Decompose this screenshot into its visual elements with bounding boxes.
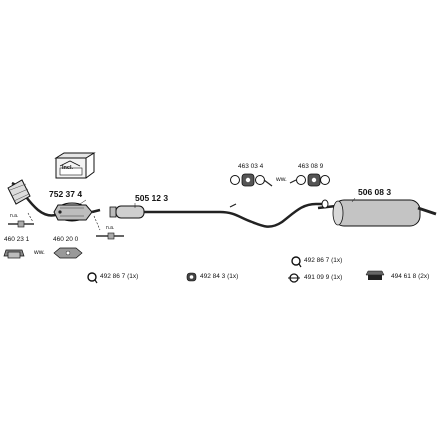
bolt-kit-icon: [365, 270, 385, 280]
bracket-2-label: 460 20 0: [53, 236, 79, 243]
rubber-mount-left-label: 463 03 4: [238, 163, 264, 170]
gasket-ring-icon: [186, 272, 197, 282]
kit-label: Incl.: [62, 165, 74, 171]
rubber-mount-right-icon: [289, 173, 330, 187]
small-part-3-label: 492 86 7 (1x): [304, 257, 343, 264]
small-part-2-label: 492 84 3 (1x): [200, 273, 239, 280]
leader-lines: [79, 197, 356, 208]
part-rear-silencer-label: 506 08 3: [358, 187, 392, 197]
ww-mid-label: ww.: [276, 176, 287, 183]
bracket-right-icon: [53, 247, 83, 259]
small-part-1-label: 492 86 7 (1x): [100, 273, 139, 280]
clamp-ring-icon: [87, 272, 98, 284]
sensor-na-1-label: n.a.: [10, 213, 19, 219]
ww-left-label: ww.: [34, 249, 45, 256]
flange-clamp-icon: [288, 273, 300, 283]
part-catalyst-label: 752 37 4: [49, 189, 83, 199]
rubber-mount-left-icon: [230, 173, 273, 187]
sensor-left-icon: [8, 212, 34, 228]
bracket-1-label: 460 23 1: [4, 236, 30, 243]
middle-pipe: [109, 202, 326, 228]
small-part-4-label: 491 09 9 (1x): [304, 274, 343, 281]
rear-silencer: [317, 199, 437, 227]
bracket-left-icon: [3, 249, 25, 259]
part-middle-pipe-label: 505 12 3: [135, 193, 169, 203]
catalyst-assembly: [7, 179, 101, 222]
assembly-kit-box-icon: [54, 152, 96, 179]
clamp-ring-icon-2: [291, 256, 302, 268]
sensor-right-icon: [93, 215, 124, 240]
sensor-na-2-label: n.a.: [106, 225, 115, 231]
small-part-5-label: 494 61 8 (2x): [391, 273, 430, 280]
rubber-mount-right-label: 463 08 9: [298, 163, 324, 170]
